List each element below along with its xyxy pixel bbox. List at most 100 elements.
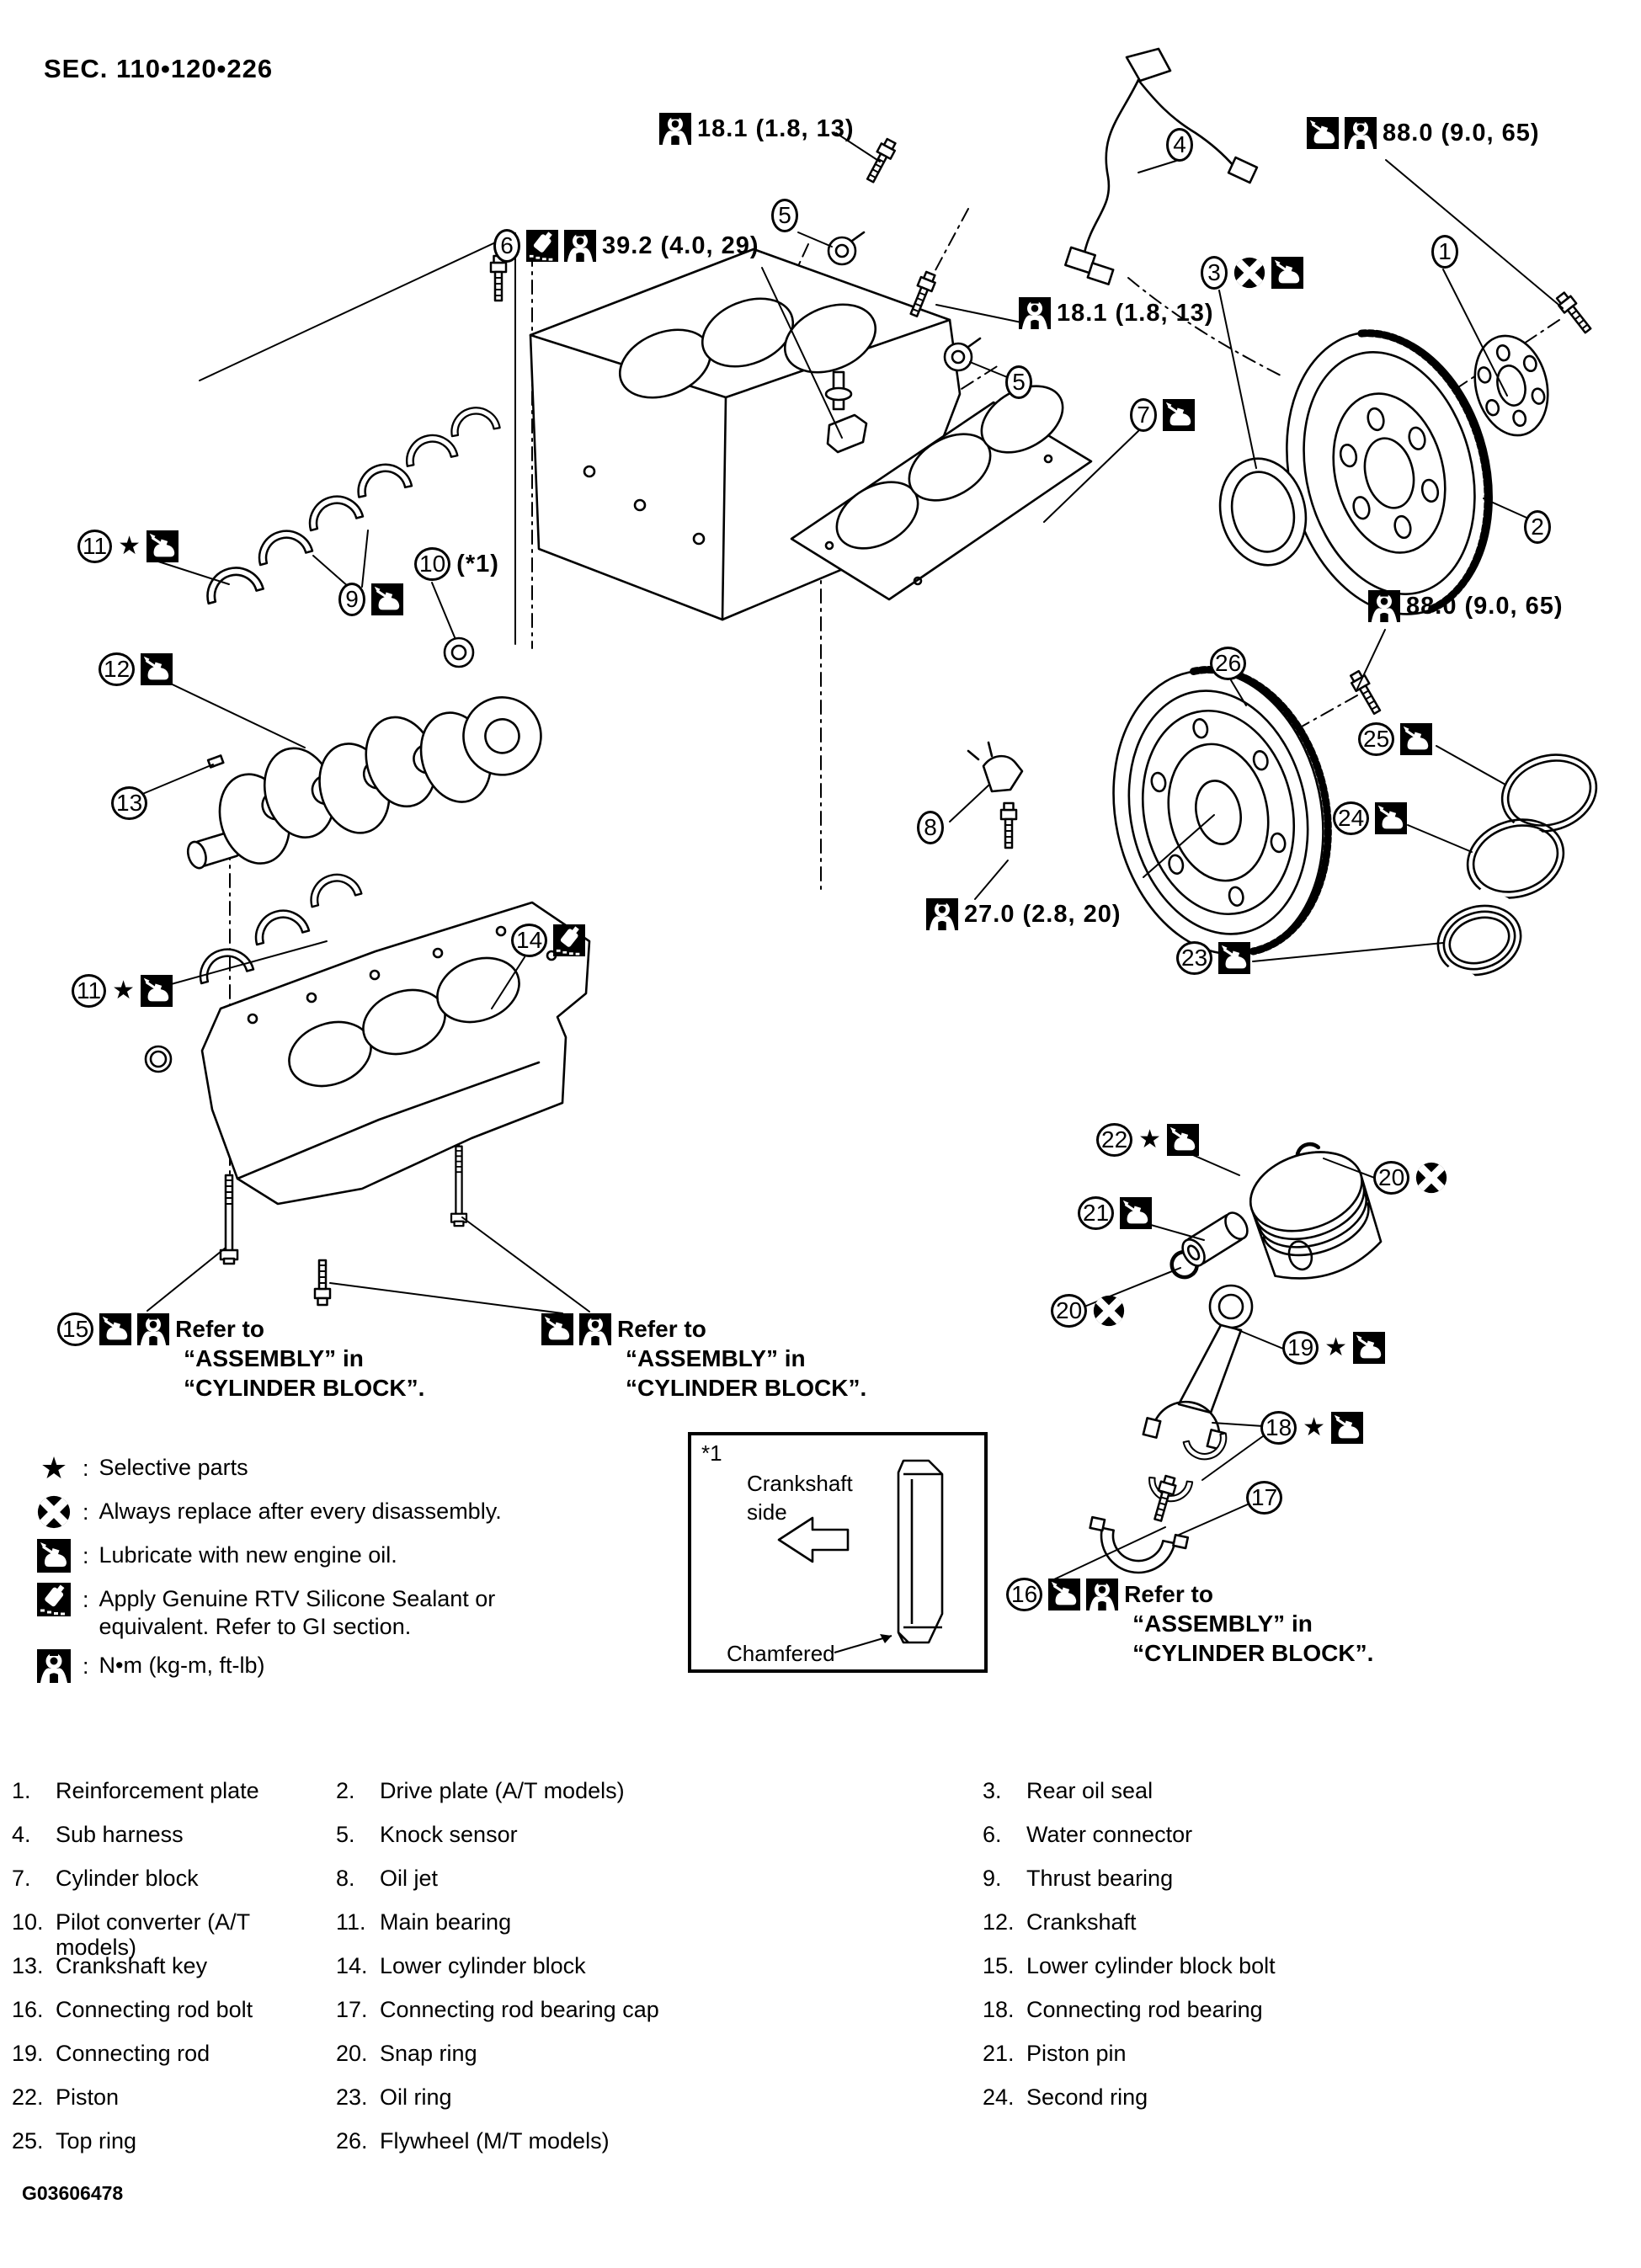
part-number-circle: 21 — [1078, 1196, 1115, 1230]
callout-23-oil-ring: 23 — [1176, 941, 1250, 975]
part-name: Snap ring — [380, 2041, 477, 2066]
torque-spec-text: 39.2 (4.0, 29) — [602, 232, 759, 259]
replace-icon — [1093, 1295, 1125, 1327]
callout-9-thrust-bearing: 9 — [338, 583, 403, 616]
callout-13-crankshaft-key: 13 — [111, 786, 148, 820]
callout-11-main-bearing-top: 11★ — [77, 530, 178, 563]
part-number-circle: 4 — [1166, 128, 1193, 162]
parts-list-item: 5. Knock sensor — [336, 1822, 983, 1847]
refer-to-note: Refer to“ASSEMBLY” in“CYLINDER BLOCK”. — [617, 1312, 866, 1403]
selective-star-icon: ★ — [112, 977, 135, 1004]
legend-colon: : — [83, 1456, 89, 1481]
part-number-circle: 20 — [1373, 1161, 1410, 1195]
refer-to-line: “ASSEMBLY” in — [626, 1345, 806, 1371]
inset-crankshaft-side-label: Crankshaft — [747, 1471, 853, 1496]
refer-to-line: “CYLINDER BLOCK”. — [1132, 1640, 1374, 1666]
part-number-circle: 5 — [1005, 365, 1032, 399]
legend-text: Lubricate with new engine oil. — [99, 1542, 397, 1568]
selective-star-icon: ★ — [1303, 1414, 1326, 1441]
part-number: 14. — [336, 1953, 368, 1978]
part-name: Thrust bearing — [1026, 1866, 1174, 1891]
callout-3-rear-oil-seal: 3 — [1201, 256, 1303, 290]
part-number: 21. — [983, 2041, 1015, 2066]
note-assembly-middle: Refer to“ASSEMBLY” in“CYLINDER BLOCK”. — [541, 1312, 866, 1403]
legend-text: Selective parts — [99, 1455, 248, 1480]
refer-to-note: Refer to“ASSEMBLY” in“CYLINDER BLOCK”. — [1124, 1578, 1373, 1668]
oil-icon — [1120, 1197, 1152, 1229]
part-name: Connecting rod bolt — [56, 1997, 253, 2022]
part-name: Pilot converter (A/T models) — [56, 1909, 250, 1960]
refer-to-line: “ASSEMBLY” in — [1132, 1610, 1313, 1637]
parts-list-item: 2. Drive plate (A/T models) — [336, 1778, 983, 1803]
parts-list-item: 8.Oil jet — [336, 1866, 983, 1891]
callout-25-top-ring: 25 — [1358, 722, 1432, 756]
part-name: Lower cylinder block bolt — [1026, 1953, 1276, 1978]
part-number: 25. — [12, 2128, 44, 2154]
parts-list-item: 20. Snap ring — [336, 2041, 983, 2066]
callout-5-knock-sensor-right: 5 — [1005, 365, 1032, 399]
part-name: Cylinder block — [56, 1866, 199, 1891]
part-number-circle: 11 — [77, 530, 113, 563]
callout-26-flywheel: 26 — [1210, 647, 1247, 680]
inset-chamfered-label: Chamfered — [727, 1641, 835, 1666]
part-number: 4. — [12, 1822, 31, 1847]
part-name: Drive plate (A/T models) — [380, 1778, 625, 1803]
oil-icon — [1218, 942, 1250, 974]
star-icon: ★ — [40, 1451, 68, 1485]
oil-icon — [1375, 802, 1407, 834]
oil-icon — [1163, 399, 1195, 431]
part-name: Knock sensor — [380, 1822, 518, 1847]
torque-icon — [926, 898, 958, 930]
callout-18-rod-bearing: 18★ — [1260, 1411, 1363, 1445]
replace-icon — [1233, 257, 1265, 289]
oil-icon — [371, 583, 403, 615]
part-number: 2. — [336, 1778, 355, 1803]
replace-icon — [35, 1493, 72, 1531]
part-name: Main bearing — [380, 1909, 512, 1935]
callout-17-bearing-cap: 17 — [1246, 1481, 1283, 1515]
legend-row-rtv-sealant: :Apply Genuine RTV Silicone Sealant or e… — [35, 1581, 502, 1641]
callout-4-sub-harness: 4 — [1166, 128, 1193, 162]
part-name: Piston — [56, 2084, 120, 2110]
part-number: 3. — [983, 1778, 1002, 1803]
torque-spec-text: 18.1 (1.8, 13) — [1057, 300, 1214, 327]
oil-icon — [1400, 723, 1432, 755]
oil-icon — [1048, 1579, 1080, 1610]
callout-8-oil-jet: 8 — [917, 811, 944, 844]
part-number: 8. — [336, 1866, 355, 1891]
legend-row-always-replace: :Always replace after every disassembly. — [35, 1493, 502, 1531]
part-name: Top ring — [56, 2128, 137, 2154]
callout-20-snap-ring-left: 20 — [1051, 1294, 1125, 1328]
refer-to-line: “ASSEMBLY” in — [184, 1345, 364, 1371]
inset-label: *1 — [701, 1440, 722, 1466]
parts-list-item: 17.Connecting rod bearing cap — [336, 1997, 983, 2022]
legend-colon: : — [83, 1543, 89, 1568]
refer-to-line: Refer to — [175, 1316, 264, 1342]
parts-list-item: 19.Connecting rod — [12, 2041, 336, 2066]
oil-icon — [141, 653, 173, 685]
parts-list-item: 11.Main bearing — [336, 1909, 983, 1935]
torque-icon — [659, 113, 691, 145]
legend-colon: : — [83, 1653, 89, 1679]
part-number: 26. — [336, 2128, 368, 2154]
parts-list-item: 26. Flywheel (M/T models) — [336, 2128, 983, 2154]
part-number-circle: 22 — [1096, 1123, 1133, 1157]
torque-icon — [1019, 297, 1051, 329]
oil-icon — [147, 530, 178, 562]
parts-list-item: 16.Connecting rod bolt — [12, 1997, 336, 2022]
parts-list-item: 14. Lower cylinder block — [336, 1953, 983, 1978]
legend-text: Apply Genuine RTV Silicone Sealant or eq… — [99, 1586, 496, 1639]
part-number-circle: 8 — [917, 811, 944, 844]
part-number-circle: 3 — [1201, 256, 1228, 290]
part-number: 20. — [336, 2041, 368, 2066]
part-number-circle: 5 — [771, 199, 798, 232]
inset-art — [777, 1459, 944, 1653]
part-name: Flywheel (M/T models) — [380, 2128, 610, 2154]
part-name: Lower cylinder block — [380, 1953, 586, 1978]
part-number: 5. — [336, 1822, 355, 1847]
part-number-circle: 14 — [511, 924, 548, 957]
oil-icon — [1353, 1332, 1385, 1364]
torque-icon — [137, 1313, 169, 1345]
